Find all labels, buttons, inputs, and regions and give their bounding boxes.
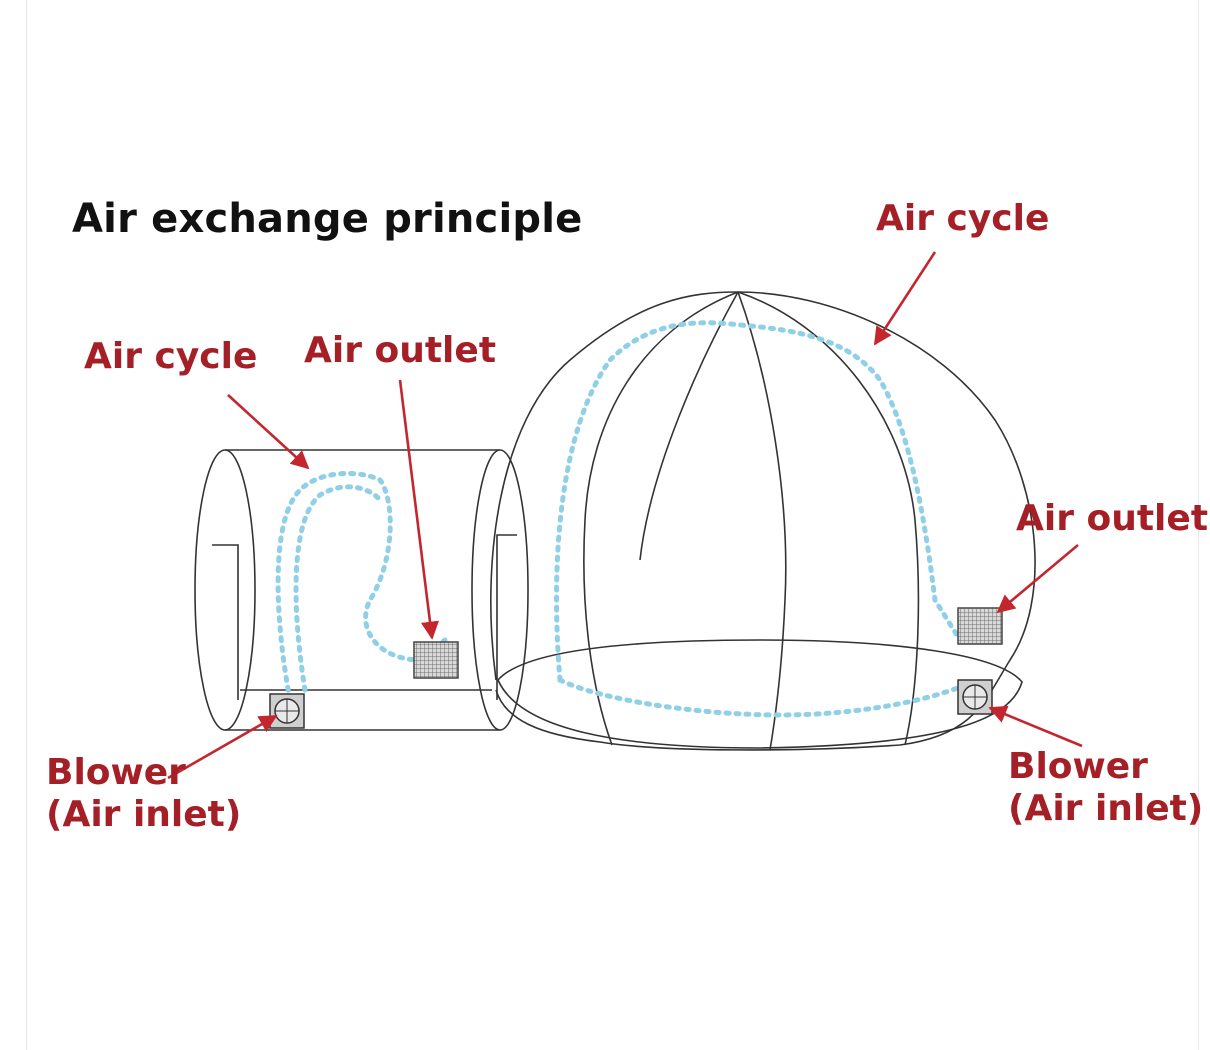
tunnel (194, 449, 529, 731)
airflow-paths (275, 320, 968, 718)
dome-rib-1 (583, 291, 739, 746)
left-border-line (26, 0, 27, 1050)
dome-rib-4 (639, 291, 739, 561)
pointer-arrows (167, 251, 1083, 780)
dome-outline (490, 291, 1036, 751)
label-air-cycle-left: Air cycle (84, 336, 258, 377)
tunnel-outlet-grille (413, 641, 459, 679)
tunnel-airflow-inner (293, 484, 383, 693)
label-air-outlet-left: Air outlet (304, 330, 497, 371)
label-blower-right: Blower (Air inlet) (1008, 746, 1203, 831)
arrow-air-cycle-right (873, 251, 937, 346)
label-air-outlet-right: Air outlet (1016, 498, 1209, 539)
tunnel-airflow-loop (275, 470, 448, 703)
dome-blower-icon (957, 679, 993, 715)
dome-airflow-left (554, 320, 963, 683)
dome-rib-3 (737, 291, 920, 746)
dome-floor-ellipse (497, 639, 1023, 749)
tunnel-front-ring (471, 449, 529, 731)
arrow-blower-right (988, 705, 1083, 748)
dome-outlet-grille (957, 607, 1003, 645)
label-blower-left-line1: Blower (46, 752, 186, 793)
label-air-cycle-right: Air cycle (876, 198, 1050, 239)
diagram-title: Air exchange principle (72, 196, 583, 242)
arrow-blower-left (167, 714, 278, 780)
arrow-air-outlet-right (996, 544, 1079, 614)
tunnel-door-left (212, 544, 239, 700)
dome-rib-2 (737, 291, 787, 751)
tunnel-back-ring (194, 449, 256, 731)
right-border-line (1198, 0, 1199, 1050)
arrow-air-outlet-left (398, 379, 440, 640)
tunnel-blower-icon (269, 693, 305, 729)
label-blower-left: Blower (Air inlet) (46, 752, 241, 837)
tunnel-door-right (496, 534, 517, 700)
dome (490, 291, 1036, 751)
label-blower-left-line2: (Air inlet) (46, 794, 242, 836)
label-blower-right-line1: Blower (1008, 746, 1148, 787)
label-blower-right-line2: (Air inlet) (1008, 788, 1204, 830)
dome-airflow-floor (557, 677, 968, 718)
arrow-air-cycle-left (227, 394, 310, 470)
devices (269, 607, 1003, 729)
